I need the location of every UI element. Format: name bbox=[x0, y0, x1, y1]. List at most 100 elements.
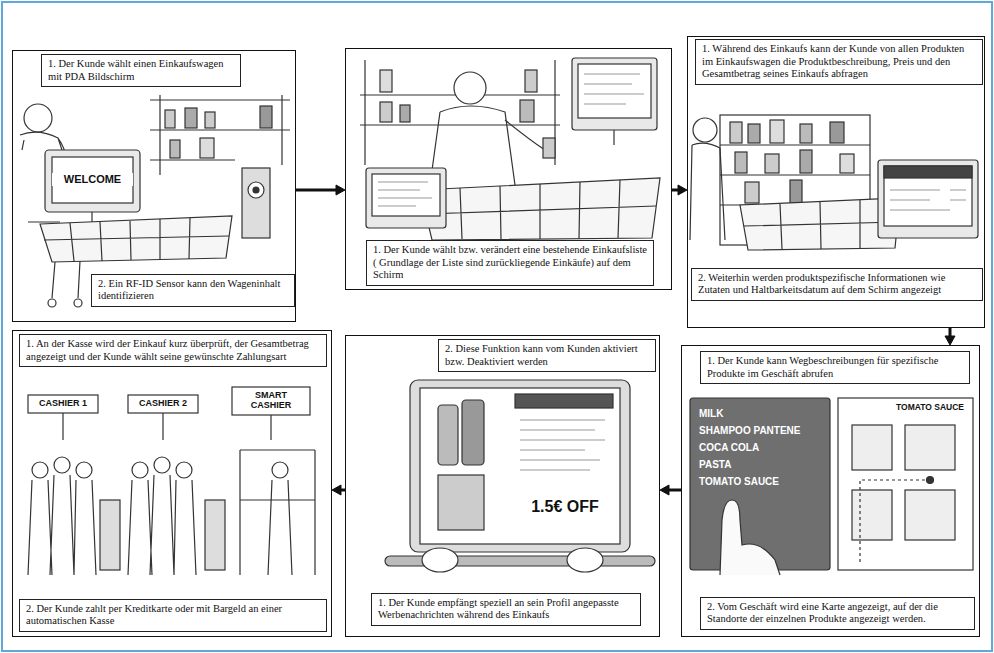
checkout-scene-part bbox=[240, 450, 315, 575]
list-scene bbox=[360, 58, 660, 240]
cart-scene-part bbox=[260, 106, 272, 128]
caption-box: 2. Ein RF-ID Sensor kann den Wageninhalt… bbox=[91, 274, 295, 307]
list-scene-part bbox=[360, 60, 560, 165]
list-scene-part bbox=[378, 182, 432, 206]
cart-scene-part bbox=[52, 157, 133, 203]
advert-scene-part bbox=[515, 394, 613, 408]
list-scene-part bbox=[400, 105, 410, 122]
cart-scene-part bbox=[242, 168, 270, 238]
advert-scene-part bbox=[410, 380, 630, 552]
list-scene-part bbox=[366, 168, 446, 228]
screen-label: TOMATO SAUCE bbox=[895, 403, 965, 413]
shelf-scene-part bbox=[800, 150, 812, 173]
list-scene-part bbox=[520, 100, 534, 122]
list-scene-part bbox=[578, 64, 651, 118]
shelf-scene-part bbox=[720, 145, 870, 205]
checkout-scene-part bbox=[232, 387, 310, 415]
navigation-scene-part bbox=[905, 425, 955, 470]
screen-label: CASHIER 1 bbox=[29, 398, 97, 408]
advert-scene-part bbox=[567, 548, 603, 572]
navigation-scene-part bbox=[720, 500, 780, 575]
cart-scene-part bbox=[170, 140, 180, 158]
checkout-scene-part bbox=[28, 395, 98, 413]
cart-scene-part bbox=[150, 95, 290, 175]
shelf-scene-part bbox=[744, 200, 897, 249]
shelf-scene-part bbox=[790, 180, 802, 203]
checkout-scene-part bbox=[132, 462, 148, 478]
list-scene-part bbox=[430, 106, 545, 185]
arrow-head bbox=[945, 336, 955, 345]
list-scene-part bbox=[380, 70, 392, 92]
storyboard-panel: 1. Der Kunde wählt einen Einkaufswagen m… bbox=[12, 50, 296, 322]
checkout-scene-part bbox=[272, 462, 288, 478]
shelf-scene-part bbox=[740, 198, 900, 250]
checkout-scene-part bbox=[32, 462, 48, 478]
caption-box: 1. Der Kunde empfängt speziell an sein P… bbox=[371, 593, 641, 626]
navigation-scene bbox=[690, 398, 973, 575]
navigation-scene-part bbox=[838, 398, 973, 570]
flow-arrow bbox=[672, 185, 687, 195]
cart-scene-part bbox=[24, 104, 52, 132]
cart-scene-part bbox=[45, 150, 140, 212]
list-scene-part bbox=[372, 174, 440, 216]
flow-arrow bbox=[660, 485, 681, 495]
navigation-scene-part bbox=[690, 398, 830, 570]
navigation-scene-part bbox=[852, 425, 892, 470]
screen-label: COCA COLA bbox=[698, 442, 760, 454]
screen-label: SHAMPOO PANTENE bbox=[698, 425, 802, 437]
checkout-scene-part bbox=[54, 457, 70, 473]
advert-scene-part bbox=[438, 405, 458, 465]
shelf-scene-part bbox=[800, 124, 812, 143]
caption-box: 2. Diese Funktion kann vom Kunden aktivi… bbox=[438, 339, 656, 372]
list-scene-part bbox=[613, 130, 614, 145]
cart-scene-part bbox=[253, 187, 259, 193]
navigation-scene-part bbox=[905, 490, 955, 540]
checkout-scene-part bbox=[154, 457, 170, 473]
cart-scene-part bbox=[74, 299, 82, 307]
checkout-scene-part bbox=[128, 395, 198, 413]
shelf-scene-part bbox=[735, 152, 747, 173]
storyboard-panel: 1. An der Kasse wird der Einkauf kurz üb… bbox=[12, 330, 332, 637]
cart-scene-part bbox=[248, 182, 264, 198]
arrow-head bbox=[660, 485, 669, 495]
storyboard-panel: 1. Der Kunde kann Wegbeschreibungen für … bbox=[681, 345, 980, 637]
caption-box: 2. Weiterhin werden produktspezifische I… bbox=[691, 268, 983, 301]
flow-arrow bbox=[332, 485, 345, 495]
advert-scene-part bbox=[462, 400, 484, 465]
caption-box: 2. Der Kunde zahlt per Kreditkarte oder … bbox=[19, 599, 327, 632]
caption-box: 2. Vom Geschäft wird eine Karte angezeig… bbox=[700, 597, 975, 630]
cart-scene-part bbox=[185, 108, 197, 128]
caption-box: 1. An der Kasse wird der Einkauf kurz üb… bbox=[19, 334, 327, 367]
cart-scene-part bbox=[28, 222, 80, 298]
arrow-shaft bbox=[296, 189, 338, 192]
checkout-scene-part bbox=[205, 500, 225, 570]
caption-box: 1. Der Kunde kann Wegbeschreibungen für … bbox=[700, 351, 970, 384]
shelf-scene-part bbox=[748, 124, 760, 143]
list-scene-part bbox=[584, 74, 644, 104]
list-scene-part bbox=[543, 138, 555, 158]
shelf-scene-part bbox=[745, 182, 759, 203]
advert-scene-part bbox=[420, 388, 620, 544]
cart-scene-part bbox=[200, 138, 214, 158]
caption-box: 1. Der Kunde wählt einen Einkaufswagen m… bbox=[41, 54, 241, 87]
shelf-scene-part bbox=[878, 160, 978, 238]
arrow-head bbox=[336, 185, 345, 195]
caption-box: 1. Während des Einkaufs kann der Kunde v… bbox=[695, 39, 983, 85]
navigation-scene-part bbox=[852, 490, 892, 540]
connector-layer bbox=[296, 185, 955, 495]
navigation-scene-part bbox=[927, 477, 934, 484]
checkout-scene-part bbox=[63, 413, 271, 440]
screen-label: SMART CASHIER bbox=[234, 390, 308, 411]
flow-arrow bbox=[296, 185, 345, 195]
list-scene-part bbox=[425, 180, 656, 239]
checkout-scene-part bbox=[28, 475, 96, 575]
screen-label: WELCOME bbox=[52, 173, 133, 186]
shelf-scene-part bbox=[693, 118, 717, 142]
storyboard-panel: 1. Während des Einkaufs kann der Kunde v… bbox=[687, 36, 985, 328]
arrow-head bbox=[678, 185, 687, 195]
shelf-scene-part bbox=[765, 154, 779, 173]
flow-arrow bbox=[945, 328, 955, 345]
